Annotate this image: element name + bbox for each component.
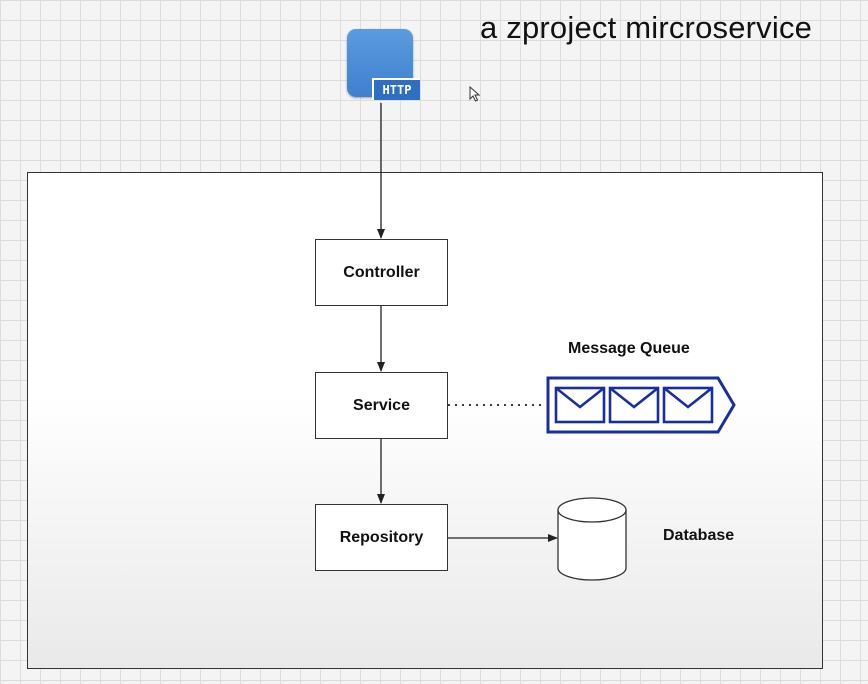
http-icon[interactable]: HTTP [347, 29, 420, 103]
message-queue-label: Message Queue [568, 340, 690, 357]
database-label: Database [663, 527, 735, 544]
service-box[interactable]: Service [315, 372, 448, 439]
controller-box[interactable]: Controller [315, 239, 448, 306]
repository-box[interactable]: Repository [315, 504, 448, 571]
mouse-cursor-icon [469, 85, 481, 102]
page-title: a zproject mircroservice [480, 10, 813, 45]
http-label: HTTP [372, 78, 420, 100]
